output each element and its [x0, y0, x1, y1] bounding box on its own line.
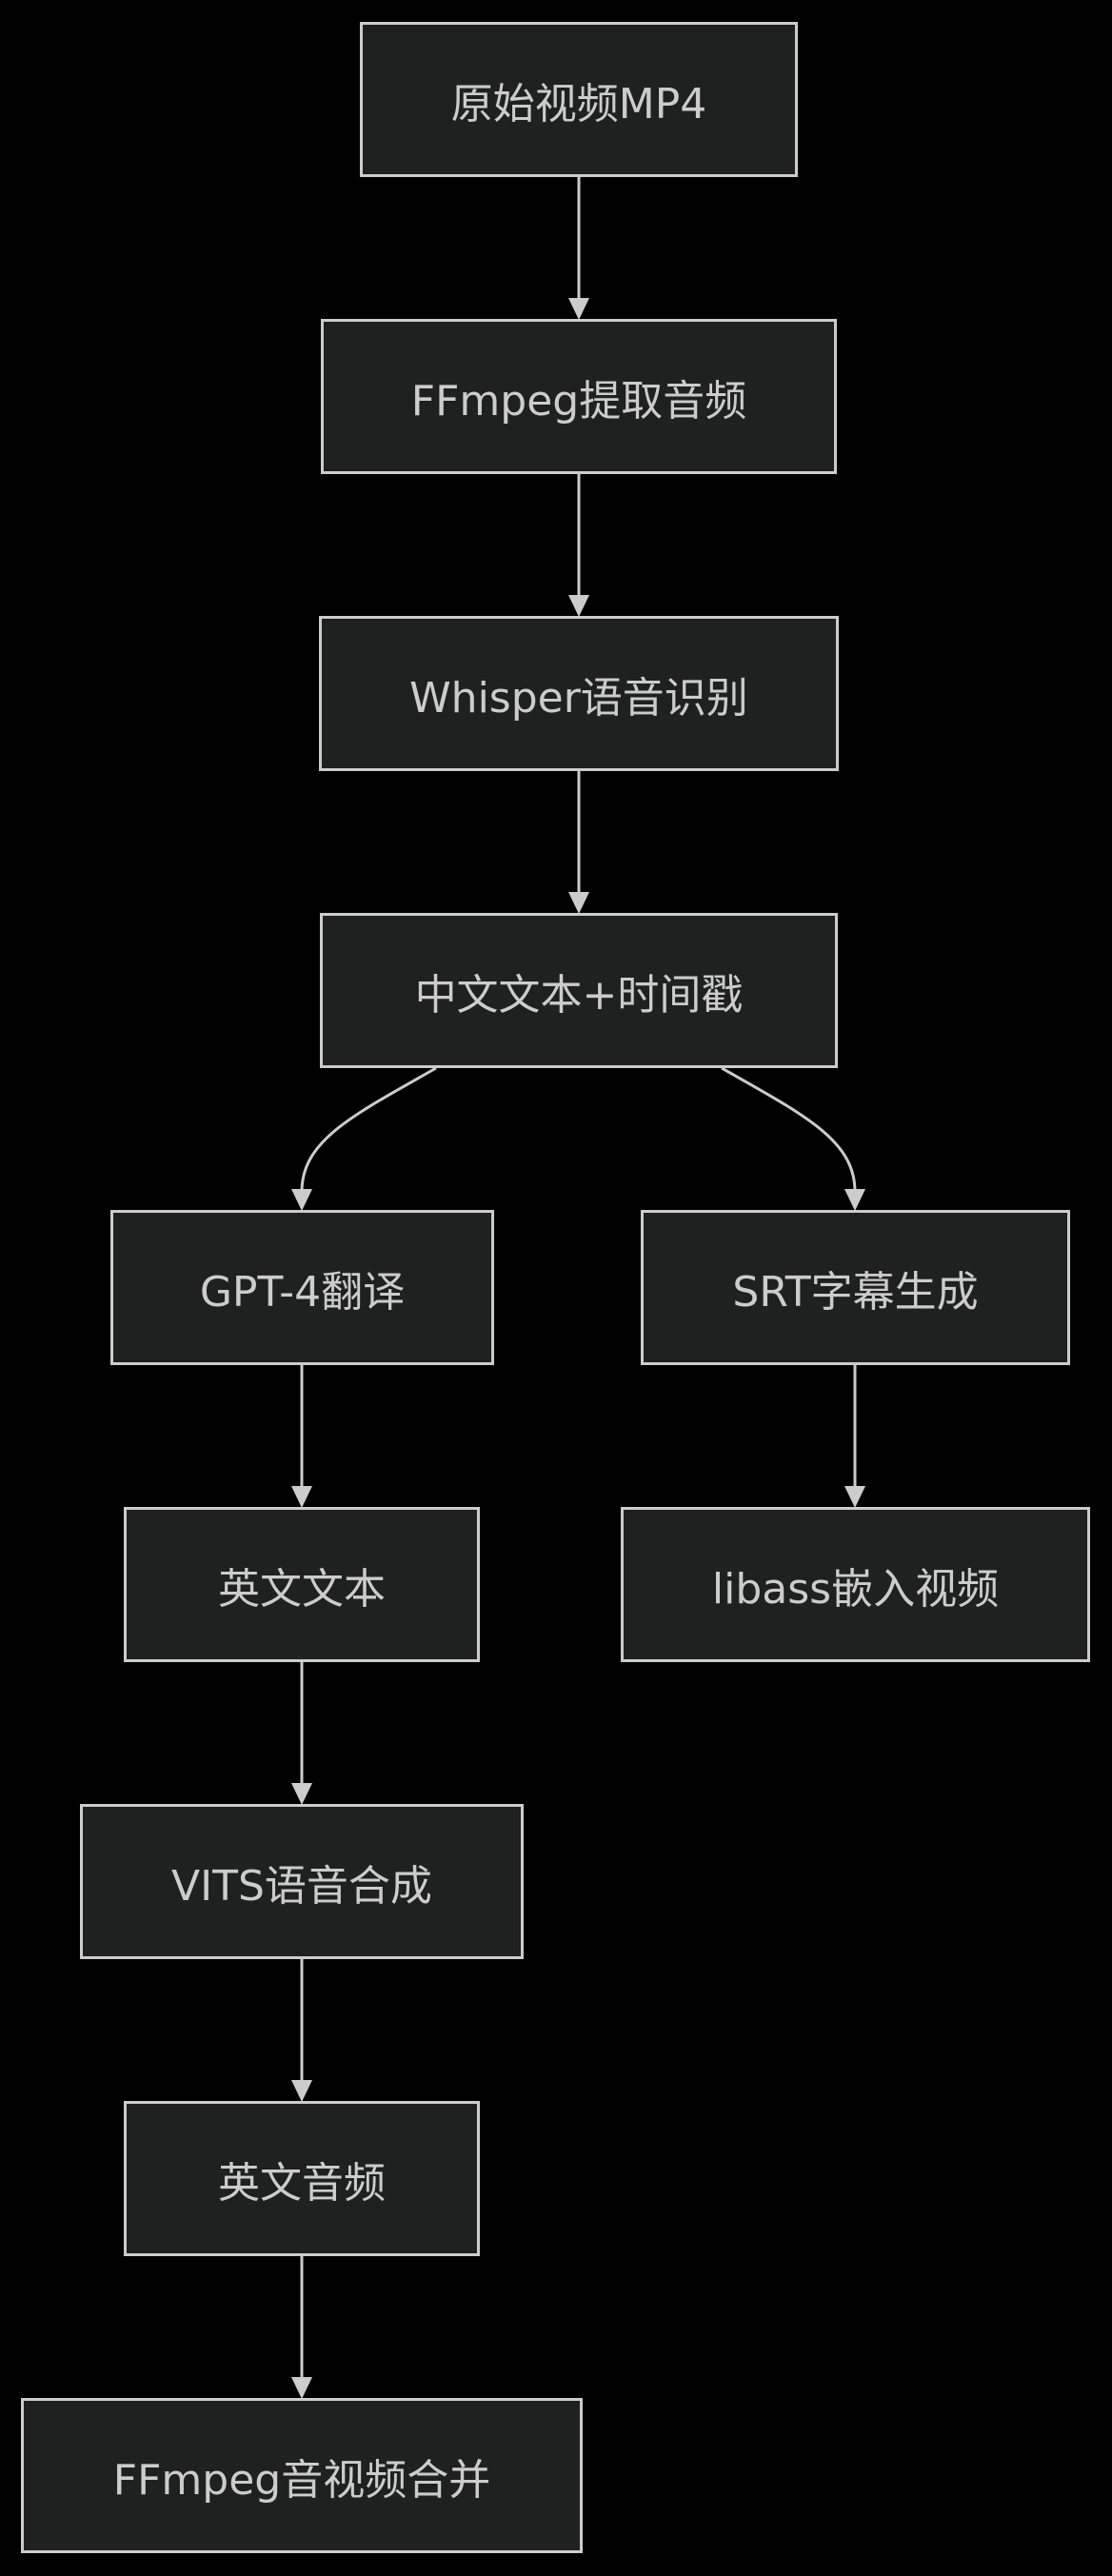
node-english-text[interactable]: 英文文本 [124, 1507, 480, 1662]
edge-chinese-text-to-translation [300, 1066, 437, 1193]
arrowhead-embed-video [844, 1486, 865, 1508]
arrowhead-srt-generation [844, 1189, 865, 1211]
arrowhead-translation [291, 1189, 312, 1211]
arrowhead-speech-synthesis [291, 1783, 312, 1805]
node-chinese-text[interactable]: 中文文本+时间戳 [320, 913, 838, 1068]
node-english-audio[interactable]: 英文音频 [124, 2101, 480, 2256]
arrowhead-english-text [291, 1486, 312, 1508]
node-speech-synthesis[interactable]: VITS语音合成 [80, 1804, 524, 1959]
node-speech-recognition[interactable]: Whisper语音识别 [319, 616, 839, 771]
arrowhead-speech-recognition [568, 595, 589, 617]
arrowhead-extract-audio [568, 298, 589, 320]
node-translation[interactable]: GPT-4翻译 [110, 1210, 494, 1365]
node-merge[interactable]: FFmpeg音视频合并 [21, 2398, 583, 2553]
node-original-video[interactable]: 原始视频MP4 [360, 22, 798, 177]
node-extract-audio[interactable]: FFmpeg提取音频 [321, 319, 837, 474]
arrowhead-chinese-text [568, 892, 589, 914]
edge-chinese-text-to-srt-generation [721, 1066, 857, 1193]
arrowhead-merge [291, 2377, 312, 2399]
arrowhead-english-audio [291, 2080, 312, 2102]
node-embed-video[interactable]: libass嵌入视频 [621, 1507, 1090, 1662]
node-srt-generation[interactable]: SRT字幕生成 [641, 1210, 1070, 1365]
